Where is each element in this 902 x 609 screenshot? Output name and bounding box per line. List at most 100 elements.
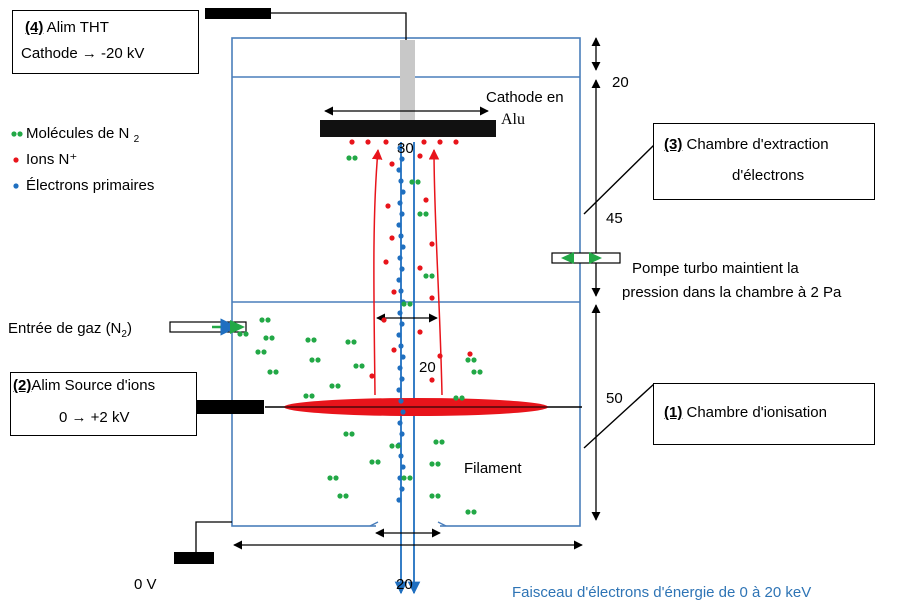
ion-dot	[423, 197, 429, 203]
box2-title: Alim Source d'ions	[31, 377, 156, 394]
cathode-label-line1: Cathode en	[486, 89, 564, 106]
molecule-dot	[315, 357, 321, 363]
molecule-dot	[352, 155, 358, 161]
ion-dot	[391, 347, 397, 353]
molecule-dot	[407, 301, 413, 307]
ion-dot	[417, 329, 423, 335]
electron-dot	[398, 233, 404, 239]
gas-inlet-sub: 2	[121, 329, 127, 340]
ion-dot	[365, 139, 371, 145]
electron-dot	[398, 343, 404, 349]
molecule-dot	[335, 383, 341, 389]
box1-title: Chambre d'ionisation	[682, 404, 827, 421]
gas-inlet-end: )	[126, 320, 132, 337]
molecule-dot	[439, 439, 445, 445]
ion-trajectory-right	[428, 148, 443, 396]
electron-dot	[396, 387, 402, 393]
molecule-dot	[346, 155, 352, 161]
box1-leader	[583, 383, 655, 449]
box2-line2: 0 → +2 kV	[59, 409, 130, 426]
dim-top-gap: 20	[612, 74, 629, 91]
box3-line2: d'électrons	[732, 167, 805, 184]
electron-dot	[398, 178, 404, 184]
ion-dot	[437, 139, 443, 145]
electron-dot	[398, 398, 404, 404]
molecule-dot	[343, 493, 349, 499]
gas-inlet-label: Entrée de gaz (N2)	[8, 320, 132, 344]
ground-wire	[195, 521, 232, 552]
legend-molecules: Molécules de N 2	[26, 125, 139, 149]
legend-electron-dot	[13, 183, 19, 189]
box3-number: (3)	[664, 136, 683, 153]
ion-dot	[453, 139, 459, 145]
ion-dot	[389, 161, 395, 167]
thT-connector	[205, 8, 271, 19]
molecule-dot	[433, 439, 439, 445]
box-alim-tht: (4) Alim THT Cathode → -20 kV	[12, 10, 199, 74]
molecule-dot	[407, 475, 413, 481]
legend-molecule-dot	[11, 131, 17, 137]
box1-line1: (1) Chambre d'ionisation	[664, 404, 827, 422]
molecule-dot	[333, 475, 339, 481]
box2-number: (2)	[13, 377, 32, 394]
molecule-dot	[471, 369, 477, 375]
pump-tube	[551, 252, 621, 264]
cathode-plate	[320, 120, 496, 137]
ion-dot	[369, 373, 375, 379]
electron-dot	[399, 376, 405, 382]
ion-dot	[417, 153, 423, 159]
molecule-dot	[477, 369, 483, 375]
cathode-rod	[400, 40, 415, 120]
molecule-dot	[453, 395, 459, 401]
dim-extraction-height: 45	[606, 210, 623, 227]
electron-dot	[397, 255, 403, 261]
ion-dot	[437, 353, 443, 359]
box4-number: (4)	[25, 19, 44, 36]
box4-title: Alim THT	[43, 19, 109, 36]
ion-dot	[349, 139, 355, 145]
pump-arrowhead-right	[589, 252, 602, 264]
molecule-dot	[303, 393, 309, 399]
ion-dot	[383, 259, 389, 265]
molecule-dot	[269, 335, 275, 341]
electron-dot	[400, 244, 406, 250]
molecule-dot	[375, 459, 381, 465]
pump-arrowhead-left	[561, 252, 574, 264]
electron-dot	[400, 409, 406, 415]
molecule-dot	[311, 337, 317, 343]
molecule-dot	[243, 331, 249, 337]
molecule-dot	[259, 317, 265, 323]
ion-dot	[429, 241, 435, 247]
molecule-dot	[353, 363, 359, 369]
electron-dot	[398, 288, 404, 294]
molecule-dot	[309, 393, 315, 399]
ion-dot	[385, 203, 391, 209]
molecule-dot	[267, 369, 273, 375]
dim-bottom-width: 20	[396, 576, 413, 593]
ion-dot	[381, 317, 387, 323]
ground-connector	[174, 552, 214, 564]
molecule-dot	[429, 461, 435, 467]
ion-dot	[391, 289, 397, 295]
legend-markers	[11, 131, 23, 189]
electron-dot	[397, 200, 403, 206]
particles	[237, 139, 483, 515]
ion-dot	[421, 139, 427, 145]
molecule-dot	[265, 317, 271, 323]
legend-molecules-text: Molécules de N	[26, 125, 130, 142]
box-alim-ion-source: (2)Alim Source d'ions 0 → +2 kV	[10, 372, 197, 436]
gas-inlet-tube	[169, 321, 247, 333]
box2-line1: (2)Alim Source d'ions	[13, 377, 155, 395]
dim-ionisation-height: 50	[606, 390, 623, 407]
electron-dot	[397, 475, 403, 481]
molecule-dot	[415, 179, 421, 185]
legend-molecules-sub: 2	[133, 134, 140, 145]
electron-dot	[399, 156, 405, 162]
molecule-dot	[401, 301, 407, 307]
molecule-dot	[423, 211, 429, 217]
molecule-dot	[359, 363, 365, 369]
electron-dot	[396, 497, 402, 503]
electron-dot	[396, 167, 402, 173]
electron-dot	[399, 266, 405, 272]
filament-label: Filament	[464, 460, 522, 477]
